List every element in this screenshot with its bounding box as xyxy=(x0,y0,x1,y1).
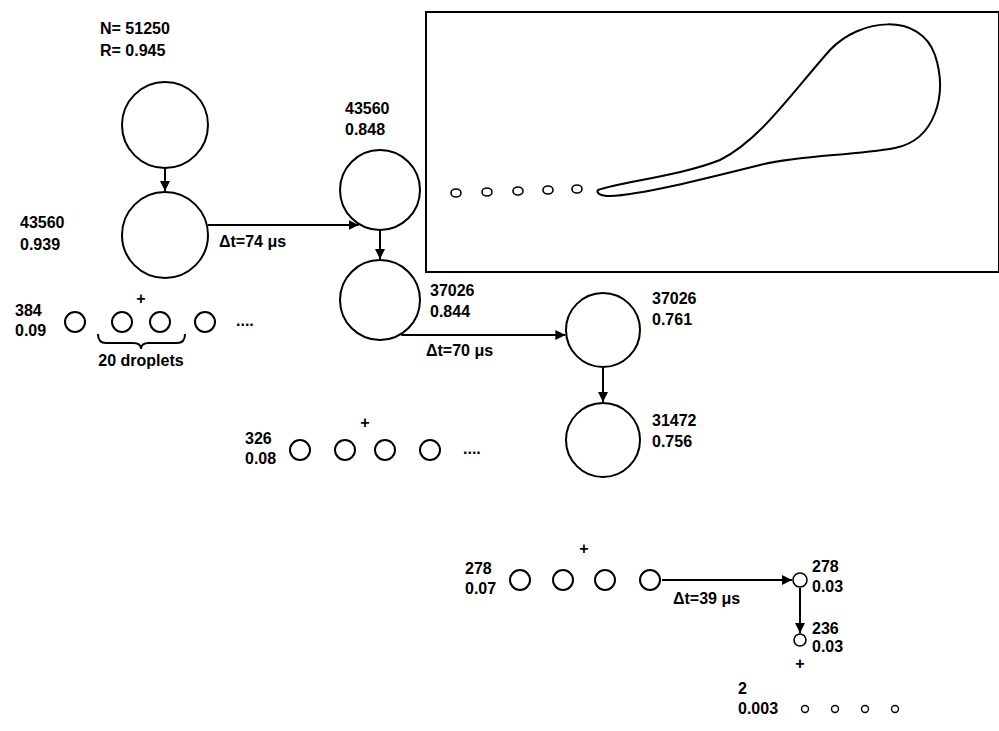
radius-value: 0.003 xyxy=(738,700,778,718)
small-droplet xyxy=(335,440,355,460)
arrow-connector xyxy=(379,231,381,259)
droplet-row: 384 0.09 xyxy=(12,302,225,342)
time-interval: Δt=70 μs xyxy=(425,342,494,360)
droplet-outline xyxy=(339,149,421,231)
droplet-outline xyxy=(565,402,641,478)
droplet-circle-outline xyxy=(122,192,208,278)
count-value: 37026 xyxy=(652,290,697,308)
small-droplet xyxy=(195,312,215,332)
radius-value: 0.761 xyxy=(652,311,692,329)
radius-value: 0.756 xyxy=(652,433,692,451)
radius-value: 0.09 xyxy=(15,322,46,340)
satellite-droplet xyxy=(451,189,461,197)
radius-value: 0.03 xyxy=(812,638,843,656)
droplet-circle: 435600.939 xyxy=(121,191,209,279)
sign-mark: .... xyxy=(462,440,482,458)
satellite-droplet xyxy=(543,186,553,194)
count-value: 31472 xyxy=(652,412,697,430)
small-droplet xyxy=(595,570,615,590)
arrow-connector xyxy=(208,224,359,226)
small-droplet xyxy=(375,440,395,460)
sign-mark: + xyxy=(359,414,370,432)
time-interval: Δt=39 μs xyxy=(672,590,741,608)
count-value: 43560 xyxy=(345,100,390,118)
radius-value: 0.848 xyxy=(345,121,385,139)
arrow-connector xyxy=(164,169,166,191)
droplet-row: 326 0.08 xyxy=(242,430,442,470)
droplet-circle-outline xyxy=(340,260,420,340)
small-droplet xyxy=(150,312,170,332)
small-droplet xyxy=(862,706,869,713)
count-value: 2 xyxy=(738,680,747,698)
small-droplet xyxy=(640,570,660,590)
arrow-connector xyxy=(401,334,565,336)
group-note: 20 droplets xyxy=(97,352,184,370)
droplet-circle: 370260.761 xyxy=(565,292,641,368)
droplet-circle-outline xyxy=(566,403,640,477)
satellite-droplet xyxy=(513,187,523,195)
droplet-circle-outline xyxy=(794,634,806,646)
droplet-outline xyxy=(121,191,209,279)
droplet-outline xyxy=(339,259,421,341)
droplet-row: 2 0.003 xyxy=(735,680,903,722)
small-droplet xyxy=(510,570,530,590)
arrow-connector xyxy=(662,579,792,581)
radius-value: 0.03 xyxy=(812,578,843,596)
count-value: 278 xyxy=(465,560,492,578)
satellite-droplet xyxy=(572,185,582,193)
radius-value: 0.844 xyxy=(430,303,470,321)
brace xyxy=(98,334,185,349)
droplet-circle: N= 51250R= 0.945 xyxy=(121,81,209,169)
count-value: 384 xyxy=(15,302,42,320)
small-droplet xyxy=(832,706,839,713)
count-value: 236 xyxy=(812,620,839,638)
droplet-circle: 2360.03 xyxy=(793,633,807,647)
arrow-connector xyxy=(799,588,801,633)
droplet-outline xyxy=(121,81,209,169)
count-value: 326 xyxy=(245,430,272,448)
small-droplet xyxy=(65,312,85,332)
small-droplet xyxy=(112,312,132,332)
droplet-circle: 2780.03 xyxy=(792,572,808,588)
droplet-circle-outline xyxy=(793,573,807,587)
drop-shape xyxy=(598,24,940,196)
droplet-outline xyxy=(792,572,808,588)
radius-value: 0.08 xyxy=(245,450,276,468)
droplet-circle: 370260.844 xyxy=(339,259,421,341)
small-droplet xyxy=(553,570,573,590)
count-value: 43560 xyxy=(20,214,65,232)
arrow-connector xyxy=(602,368,604,402)
small-droplet xyxy=(290,440,310,460)
satellite-droplet xyxy=(482,188,492,196)
droplet-circle: 435600.848 xyxy=(339,149,421,231)
droplet-circle: 314720.756 xyxy=(565,402,641,478)
sign-mark: .... xyxy=(235,312,255,330)
droplet-circle-outline xyxy=(340,150,420,230)
droplet-outline xyxy=(793,633,807,647)
radius-value: R= 0.945 xyxy=(100,42,165,60)
sign-mark: + xyxy=(578,540,589,558)
small-droplet xyxy=(802,706,809,713)
droplet-circle-outline xyxy=(122,82,208,168)
count-value: 37026 xyxy=(430,282,475,300)
radius-value: 0.939 xyxy=(20,236,60,254)
count-value: N= 51250 xyxy=(100,20,170,38)
droplet-outline xyxy=(565,292,641,368)
small-droplet xyxy=(420,440,440,460)
droplet-row: 278 0.07 xyxy=(462,560,662,600)
time-interval: Δt=74 μs xyxy=(218,233,287,251)
radius-value: 0.07 xyxy=(465,580,496,598)
sign-mark: + xyxy=(135,290,146,308)
small-droplet xyxy=(892,706,899,713)
count-value: 278 xyxy=(812,558,839,576)
droplet-circle-outline xyxy=(566,293,640,367)
sign-mark: + xyxy=(794,655,805,673)
inset-frame xyxy=(426,12,999,272)
